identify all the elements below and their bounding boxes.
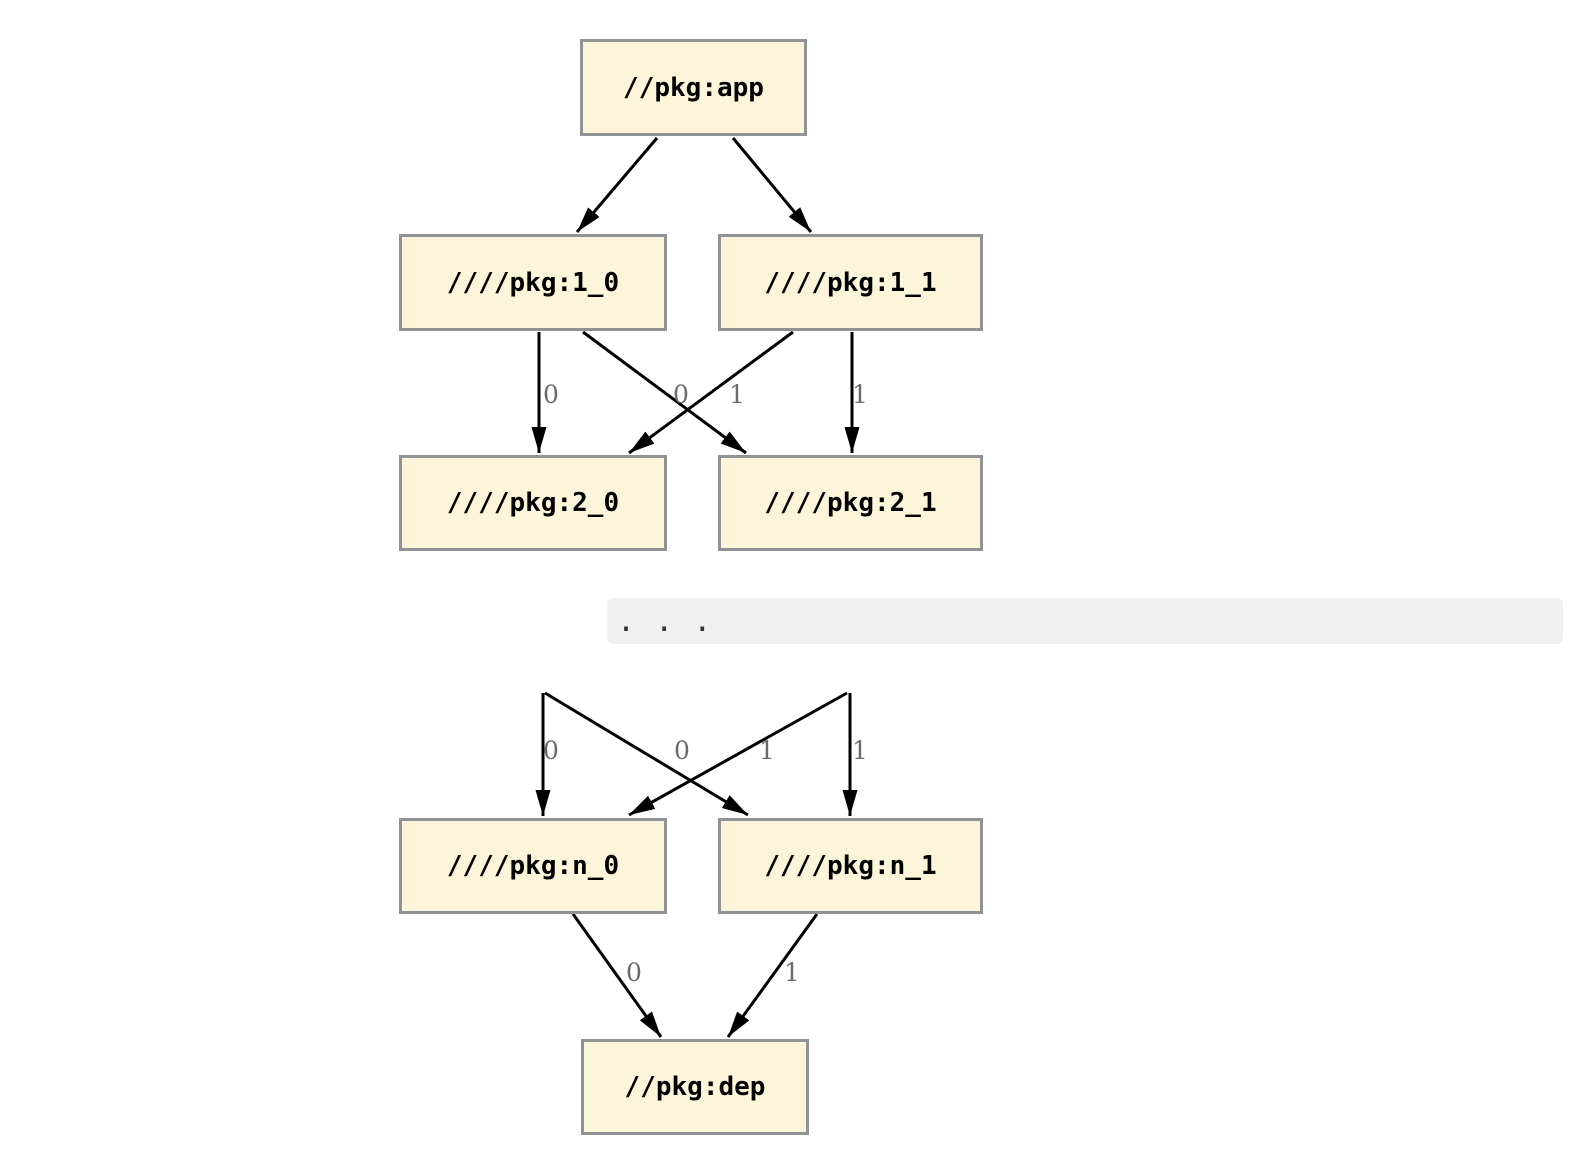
edge-app-to-v1_1: [731, 137, 813, 233]
edge-label-vn_0-to-dep: 0: [626, 958, 642, 987]
edge-v1_0-to-v2_1: [582, 330, 747, 455]
edge-label-elided-to-vn_0: 0: [674, 736, 690, 765]
node-label: //pkg:dep: [624, 1072, 766, 1102]
node-label: ////pkg:2_1: [764, 488, 937, 518]
graph-node-dep: //pkg:dep: [581, 1039, 809, 1135]
graph-node-vn_1: ////pkg:n_1: [718, 818, 983, 914]
node-label: ////pkg:1_1: [764, 267, 937, 298]
edge-vn_1-to-dep: [726, 913, 819, 1038]
node-label: //pkg:app: [623, 72, 764, 103]
graph-node-v1_1: ////pkg:1_1: [718, 234, 983, 331]
node-label: ////pkg:2_0: [446, 488, 620, 518]
edge-v1_1-to-v2_0: [628, 330, 794, 455]
edge-vn_0-to-dep: [571, 913, 663, 1038]
edge-label-elided-to-vn_0: 0: [543, 736, 559, 765]
node-label: ////pkg:n_1: [764, 851, 937, 881]
edge-label-v1_1-to-v2_0: 0: [673, 380, 689, 409]
edge-label-vn_1-to-dep: 1: [784, 958, 800, 987]
node-label: ////pkg:n_0: [446, 851, 620, 881]
edge-label-v1_0-to-v2_1: 1: [729, 380, 745, 409]
graph-node-v1_0: ////pkg:1_0: [399, 234, 667, 331]
graph-node-vn_0: ////pkg:n_0: [399, 818, 667, 914]
graph-node-app: //pkg:app: [580, 39, 807, 136]
node-label: ////pkg:1_0: [446, 267, 620, 298]
edge-label-v1_1-to-v2_1: 1: [852, 380, 868, 409]
edge-elided-to-vn_1: [544, 691, 749, 817]
edge-app-to-v1_0: [575, 137, 659, 233]
ellipsis-text: . . .: [617, 603, 713, 639]
graph-node-v2_0: ////pkg:2_0: [399, 455, 667, 551]
ellipsis-bar: . . .: [607, 598, 1563, 644]
edge-label-elided-to-vn_1: 1: [852, 736, 868, 765]
edge-elided-to-vn_0: [628, 691, 848, 817]
graph-node-v2_1: ////pkg:2_1: [718, 455, 983, 551]
edge-label-elided-to-vn_1: 1: [759, 736, 775, 765]
edge-label-v1_0-to-v2_0: 0: [543, 380, 559, 409]
